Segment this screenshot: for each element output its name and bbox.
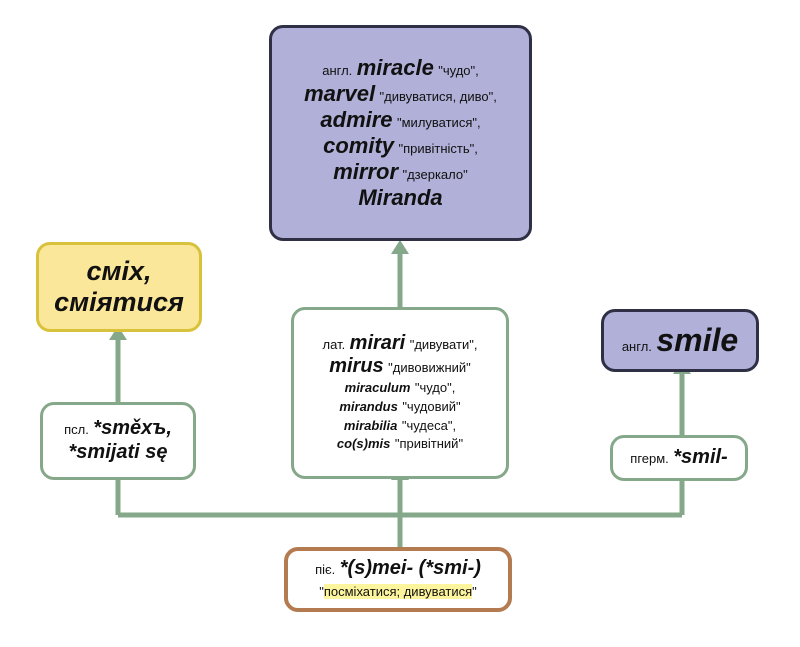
word-smei: *(s)mei- (*smi-) [339,557,481,580]
word-miraculum: miraculum [344,379,411,395]
arrowhead-english-miracle [391,240,409,254]
gloss-mirror: "дзеркало" [402,166,468,182]
gloss-miraculum: "чудо", [414,379,456,395]
word-smekhu: *směxъ, [93,417,172,440]
node-ukrainian: сміх, сміятися [36,242,202,332]
word-comity: comity [323,133,395,158]
node-proto-slavic: псл. *směxъ, *smijati sę [40,402,196,480]
pie-line-1: піє. *(s)mei- (*smi-) [315,557,481,581]
word-smikh: сміх, [86,255,152,286]
gloss-marvel: "дивуватися, диво", [379,89,497,105]
smile-line: англ. smile [622,322,738,360]
gloss-cosmis: "привітний" [394,436,464,452]
language-label: англ. [621,338,652,354]
language-label: піє. [315,562,336,578]
english-line-2: marvel "дивуватися, диво", [304,81,497,107]
english-line-5: mirror "дзеркало" [333,159,468,185]
language-label: пгерм. [630,451,669,467]
word-cosmis: co(s)mis [336,436,391,452]
word-mirabilia: mirabilia [343,417,398,433]
word-miracle: miracle [356,55,434,81]
word-mirari: mirari [349,331,406,354]
word-mirus: mirus [329,355,384,378]
gloss-mirandus: "чудовий" [402,398,461,414]
node-latin: лат. mirari "дивувати", mirus "дивовижни… [291,307,509,479]
word-admire: admire [320,107,393,133]
word-smiiatysia: сміятися [54,287,184,317]
language-label: лат. [322,336,346,352]
language-label: псл. [64,422,89,438]
node-english-miracle: англ. miracle "чудо", marvel "дивуватися… [269,25,532,241]
gloss-mirari: "дивувати", [409,336,478,352]
gloss-mirabilia: "чудеса", [401,417,457,433]
gloss-admire: "милуватися", [397,115,481,131]
english-line-3: admire "милуватися", [320,107,480,133]
gloss-comity: "привітність", [398,141,478,156]
word-smil: *smil- [673,446,728,469]
word-smile: smile [656,321,739,358]
arrowhead-ukrainian [109,326,127,340]
gloss-quote-open: " [319,583,324,599]
english-line-1: англ. miracle "чудо", [322,55,479,81]
english-line-6: Miranda [358,185,442,211]
word-miranda: Miranda [358,184,443,210]
latin-line-6: co(s)mis "привітний" [337,435,463,454]
latin-line-4: mirandus "чудовий" [339,398,460,417]
word-marvel: marvel [304,81,376,107]
node-english-smile: англ. smile [601,309,759,372]
pie-line-2: "посміхатися; дивуватися" [319,583,477,602]
english-line-4: comity "привітність", [323,133,478,159]
language-label: англ. [322,63,353,79]
slavic-line-2: *smijati sę [69,441,168,465]
node-proto-germanic: пгерм. *smil- [610,435,748,481]
gloss-mirus: "дивовижний" [388,360,471,376]
latin-line-2: mirus "дивовижний" [329,355,471,379]
node-pie-root: піє. *(s)mei- (*smi-) "посміхатися; диву… [284,547,512,612]
word-smijati: *smijati sę [68,441,168,463]
gloss-quote-close: " [472,583,477,599]
latin-line-5: mirabilia "чудеса", [344,417,456,436]
word-mirandus: mirandus [339,398,398,414]
germanic-line: пгерм. *smil- [630,446,727,470]
word-mirror: mirror [333,158,399,184]
gloss-miracle: "чудо", [438,63,479,79]
latin-line-1: лат. mirari "дивувати", [323,332,478,356]
gloss-pie-highlighted: посміхатися; дивуватися [323,583,473,599]
latin-line-3: miraculum "чудо", [345,379,456,398]
slavic-line-1: псл. *směxъ, [64,417,172,441]
